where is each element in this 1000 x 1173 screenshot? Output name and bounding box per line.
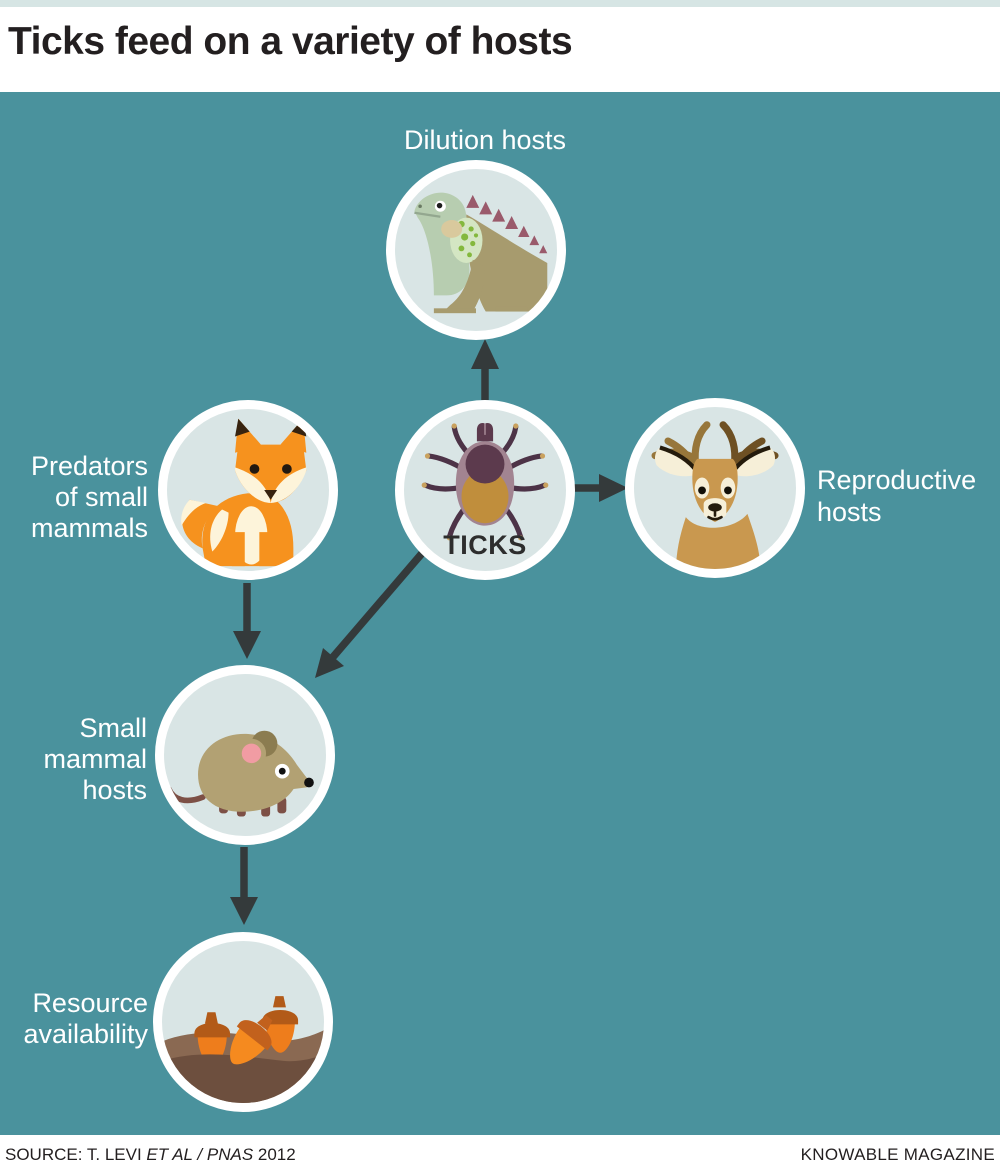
deer-icon — [651, 421, 779, 569]
source-credit: SOURCE: T. LEVI ET AL / PNAS 2012 — [5, 1145, 296, 1165]
node-small-mammal-hosts — [155, 665, 335, 845]
label-dilution-hosts: Dilution hosts — [403, 125, 567, 155]
diagram-panel: Dilution hosts Predators of small mammal… — [0, 92, 1000, 1135]
node-resource-availability — [153, 932, 333, 1112]
label-predators-of-small-mammals: Predators of small mammals — [30, 451, 148, 543]
node-dilution-hosts — [386, 160, 566, 340]
node-reproductive-hosts — [625, 398, 805, 578]
arrow-ticks-to-dilution — [471, 339, 499, 400]
mouse-icon — [166, 730, 314, 817]
arrow-predators-to-small-mammals — [233, 583, 261, 659]
node-ticks: TICKS — [395, 400, 575, 580]
label-ticks: TICKS — [443, 530, 527, 560]
arrow-small-mammals-to-resources — [230, 847, 258, 925]
iguana-icon — [414, 192, 548, 314]
top-accent-strip — [0, 0, 1000, 7]
source-text-italic: ET AL / PNAS — [146, 1145, 254, 1164]
node-predators-of-small-mammals — [158, 400, 338, 580]
tick-icon — [421, 422, 549, 541]
source-text: SOURCE: T. LEVI — [5, 1145, 147, 1164]
label-small-mammal-hosts: Small mammal hosts — [43, 713, 147, 805]
label-resource-availability: Resource availability — [23, 988, 148, 1049]
fox-icon — [181, 418, 307, 567]
arrow-ticks-to-reproductive — [570, 474, 628, 502]
brand-credit: KNOWABLE MAGAZINE — [800, 1145, 995, 1164]
page-title: Ticks feed on a variety of hosts — [8, 20, 573, 63]
label-reproductive-hosts: Reproductive hosts — [817, 465, 977, 527]
acorn-middle — [230, 1015, 273, 1065]
footer: SOURCE: T. LEVI ET AL / PNAS 2012 KNOWAB… — [0, 1135, 1000, 1173]
source-text-year: 2012 — [253, 1145, 296, 1164]
acorns-icon — [162, 996, 324, 1103]
